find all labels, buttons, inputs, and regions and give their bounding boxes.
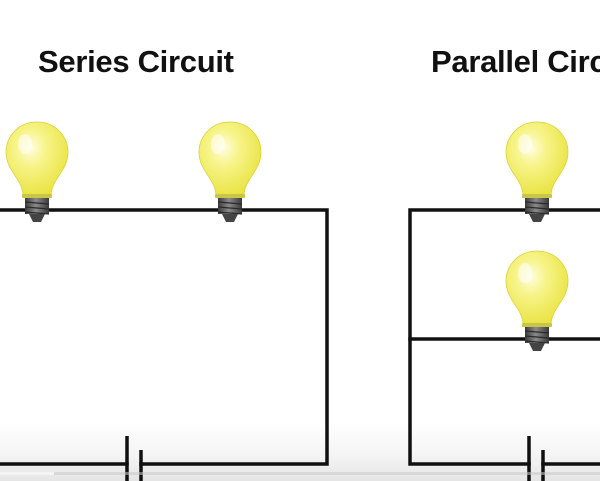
video-progress-played [0,472,54,475]
series-circuit-wires [0,208,329,466]
parallel-bulb-2-icon [505,250,569,352]
series-bulb-1-icon [5,121,69,223]
series-circuit-title: Series Circuit [38,44,234,79]
series-bulb-2-icon [198,121,262,223]
parallel-circuit-wires [408,208,600,466]
parallel-circuit-title: Parallel Circuit [431,44,600,79]
parallel-bulb-1-icon [505,121,569,223]
video-progress-bar[interactable] [0,472,600,475]
